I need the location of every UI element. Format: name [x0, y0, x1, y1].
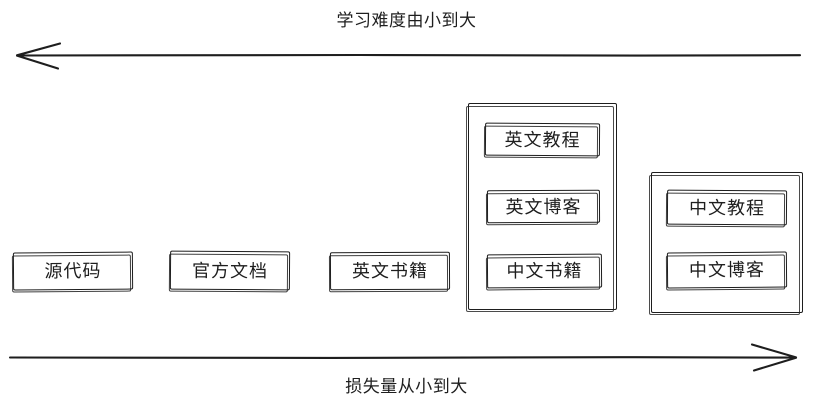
box-chinese-blogs[interactable]: 中文博客 — [666, 251, 788, 289]
box-chinese-tutorials[interactable]: 中文教程 — [666, 189, 788, 226]
box-chinese-tutorials-label: 中文教程 — [688, 197, 766, 218]
box-source-code[interactable]: 源代码 — [12, 251, 134, 291]
box-english-blogs-label: 英文博客 — [505, 196, 582, 217]
box-english-tutorials[interactable]: 英文教程 — [484, 122, 601, 157]
difficulty-axis-label: 学习难度由小到大 — [336, 11, 477, 30]
difficulty-axis-arrow — [15, 42, 802, 70]
box-chinese-books-label: 中文书籍 — [506, 260, 583, 282]
box-source-code-label: 源代码 — [44, 260, 102, 282]
box-chinese-books[interactable]: 中文书籍 — [486, 253, 603, 289]
loss-axis-arrow — [8, 343, 798, 372]
box-english-blogs[interactable]: 英文博客 — [486, 189, 601, 224]
box-english-books-label: 英文书籍 — [351, 260, 429, 282]
loss-axis-label: 损失量从小到大 — [345, 377, 468, 396]
box-official-docs[interactable]: 官方文档 — [169, 250, 291, 291]
box-chinese-blogs-label: 中文博客 — [688, 259, 766, 281]
box-official-docs-label: 官方文档 — [191, 260, 269, 281]
box-english-books[interactable]: 英文书籍 — [329, 251, 451, 291]
box-english-tutorials-label: 英文教程 — [504, 129, 581, 150]
